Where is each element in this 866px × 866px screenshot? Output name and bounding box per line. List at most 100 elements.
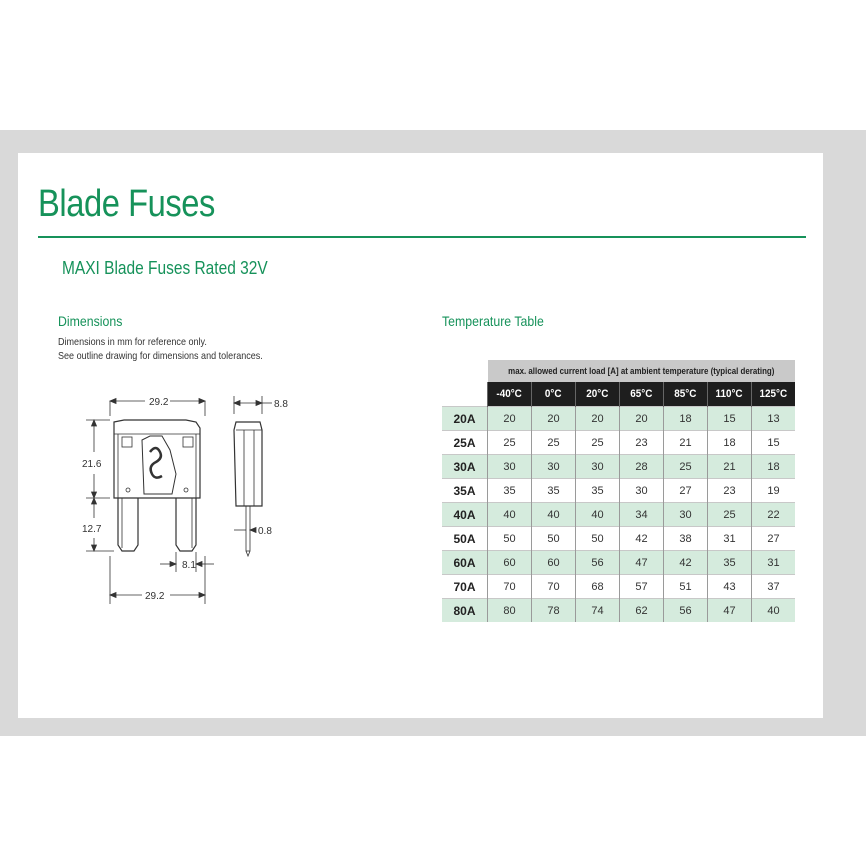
table-cell: 35 [707,550,752,575]
dimensions-note-1: Dimensions in mm for reference only. [58,336,207,348]
row-rating: 60A [442,550,488,575]
table-cell: 35 [531,478,576,503]
table-cell: 62 [619,598,664,622]
row-rating: 35A [442,478,488,503]
table-cell: 60 [531,550,576,575]
dim-width-top: 29.2 [149,397,169,408]
table-cell: 34 [619,502,664,527]
row-rating: 30A [442,454,488,479]
row-rating: 20A [442,406,488,431]
dimensions-note-2: See outline drawing for dimensions and t… [58,350,263,362]
fuse-outline-drawing: 29.2 8.8 21.6 12.7 0.8 8.1 29.2 [82,396,288,604]
table-cell: 43 [707,574,752,599]
column-header: -40°C [487,382,532,407]
column-header: 110°C [707,382,752,407]
table-cell: 15 [751,430,795,455]
table-cell: 68 [575,574,620,599]
table-cell: 47 [619,550,664,575]
table-cell: 28 [619,454,664,479]
table-cell: 25 [487,430,532,455]
column-header: 20°C [575,382,620,407]
column-header: 125°C [751,382,795,407]
table-caption: max. allowed current load [A] at ambient… [487,360,795,382]
row-rating: 25A [442,430,488,455]
table-cell: 19 [751,478,795,503]
table-cell: 30 [531,454,576,479]
table-cell: 50 [575,526,620,551]
table-cell: 27 [751,526,795,551]
table-cell: 35 [575,478,620,503]
table-cell: 31 [707,526,752,551]
temperature-table: max. allowed current load [A] at ambient… [442,360,795,622]
row-rating: 70A [442,574,488,599]
table-cell: 23 [707,478,752,503]
page-title: Blade Fuses [38,183,215,225]
table-cell: 40 [575,502,620,527]
table-cell: 47 [707,598,752,622]
dimensions-heading: Dimensions [58,313,123,329]
table-cell: 30 [487,454,532,479]
table-cell: 78 [531,598,576,622]
table-cell: 18 [751,454,795,479]
dim-thickness: 8.8 [274,399,288,410]
table-cell: 22 [751,502,795,527]
table-cell: 50 [531,526,576,551]
table-cell: 13 [751,406,795,431]
dim-width-bottom: 29.2 [145,591,165,602]
table-cell: 56 [575,550,620,575]
table-cell: 21 [663,430,708,455]
column-header: 85°C [663,382,708,407]
table-cell: 23 [619,430,664,455]
table-cell: 40 [487,502,532,527]
table-cell: 38 [663,526,708,551]
table-cell: 25 [707,502,752,527]
dim-body-height: 21.6 [82,459,102,470]
table-cell: 42 [619,526,664,551]
table-cell: 70 [531,574,576,599]
row-rating: 40A [442,502,488,527]
table-cell: 40 [751,598,795,622]
table-cell: 31 [751,550,795,575]
table-cell: 74 [575,598,620,622]
table-cell: 25 [575,430,620,455]
table-cell: 18 [663,406,708,431]
dim-blade-thickness: 0.8 [258,526,272,537]
table-cell: 42 [663,550,708,575]
table-cell: 20 [487,406,532,431]
table-cell: 27 [663,478,708,503]
row-rating: 80A [442,598,488,622]
table-cell: 51 [663,574,708,599]
table-cell: 25 [531,430,576,455]
table-cell: 60 [487,550,532,575]
table-cell: 30 [663,502,708,527]
temperature-heading: Temperature Table [442,313,544,329]
table-cell: 21 [707,454,752,479]
table-cell: 56 [663,598,708,622]
table-cell: 30 [575,454,620,479]
column-header: 65°C [619,382,664,407]
table-cell: 15 [707,406,752,431]
dim-blade-height: 12.7 [82,524,102,535]
table-cell: 80 [487,598,532,622]
page-subtitle: MAXI Blade Fuses Rated 32V [62,258,268,278]
table-cell: 40 [531,502,576,527]
title-divider [38,236,806,238]
table-cell: 20 [575,406,620,431]
table-cell: 70 [487,574,532,599]
table-cell: 35 [487,478,532,503]
dim-blade-gap: 8.1 [182,560,196,571]
table-cell: 30 [619,478,664,503]
table-cell: 57 [619,574,664,599]
table-cell: 50 [487,526,532,551]
table-cell: 37 [751,574,795,599]
table-cell: 20 [531,406,576,431]
table-cell: 18 [707,430,752,455]
column-header: 0°C [531,382,576,407]
